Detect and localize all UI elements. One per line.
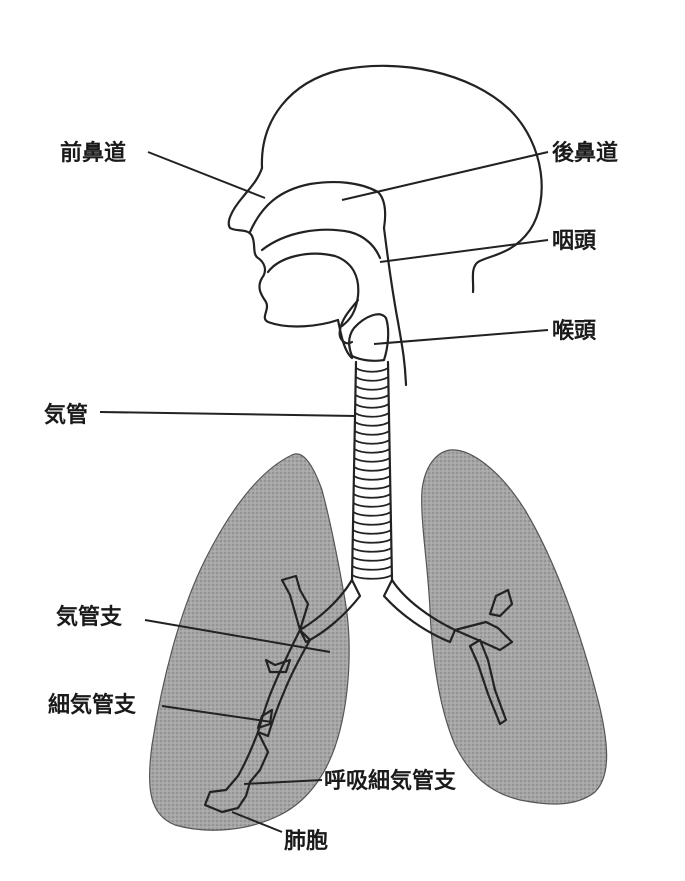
trachea-ring [354,458,390,462]
trachea-ring [356,377,389,381]
trachea-ring [356,386,389,390]
trachea-rings [352,368,392,579]
trachea-ring [354,467,390,471]
trachea-ring [353,521,391,525]
leader-anterior-nasal [148,152,265,198]
trachea-ring [353,539,391,543]
trachea-ring [355,440,390,444]
trachea-ring [353,512,391,516]
trachea-ring [354,494,391,498]
leader-pharynx [380,240,548,262]
trachea-ring [354,485,391,489]
label-trachea: 気管 [44,402,88,428]
trachea-ring [353,530,391,534]
trachea-ring [352,557,391,561]
label-bronchiole: 細気管支 [48,692,137,718]
trachea-ring [355,422,389,426]
trachea-ring [353,548,392,552]
trachea-ring [356,368,388,372]
label-posterior-nasal: 後鼻道 [552,140,618,166]
trachea-ring [354,476,390,480]
trachea-ring [355,395,388,399]
nasal-cavity [250,182,385,232]
label-pharynx: 咽頭 [552,229,597,254]
label-bronchus: 気管支 [56,604,123,630]
leader-posterior-nasal [342,152,548,200]
trachea-ring [353,503,390,507]
trachea-ring [355,413,389,417]
head-outline [262,66,542,292]
label-respiratory-bronchiole: 呼吸細気管支 [324,768,457,794]
leader-trachea [100,412,356,416]
trachea-ring [352,575,392,579]
label-alveolus: 肺胞 [284,828,328,854]
larynx-shape [349,314,388,360]
left-lung [150,454,350,830]
trachea-ring [354,449,389,453]
mouth [268,254,358,326]
trachea-ring [355,431,390,435]
label-larynx: 喉頭 [552,318,597,344]
trachea-ring [355,404,389,408]
face-outline [229,168,338,326]
trachea-ring [352,566,391,570]
label-anterior-nasal: 前鼻道 [60,140,126,166]
